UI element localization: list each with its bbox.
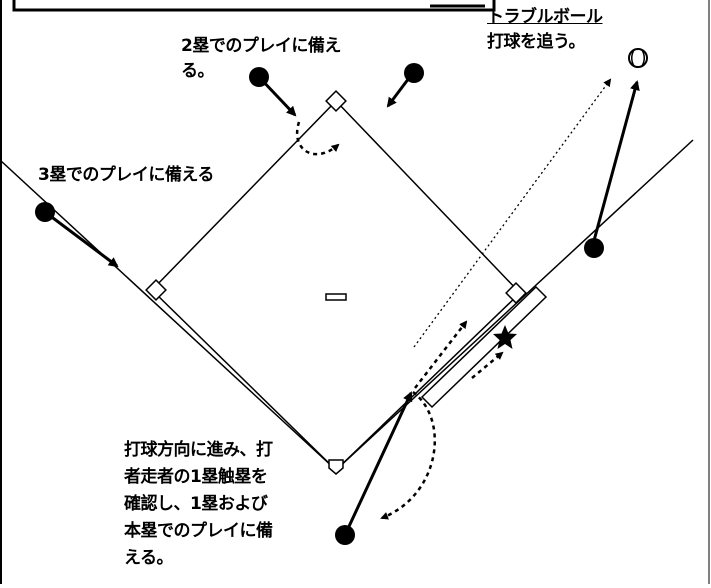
catcher-advance-dotted [414, 320, 468, 389]
third-base-play-label: 3塁でのプレイに備える [38, 165, 214, 185]
trouble-ball-label: トラブルボール 打球を追う。 [487, 5, 603, 55]
baseball-icon [628, 48, 648, 68]
runner-lane [420, 285, 548, 409]
trouble-ball-action: 打球を追う。 [487, 32, 585, 52]
right-fielder-move-arrow [590, 80, 640, 249]
right-fielder-dot [584, 238, 604, 258]
catcher-dot [335, 525, 355, 545]
first-base [505, 282, 527, 304]
trouble-ball-title: トラブルボール [487, 7, 603, 27]
third-base [145, 279, 167, 301]
runner-direction-dotted [471, 351, 504, 379]
catcher-instruction-label: 打球方向に進み、打 者走者の1塁触塁を 確認し、1塁および 本塁でのプレイに備 … [124, 440, 273, 568]
first-base-foul-line [335, 139, 694, 471]
second-base-play-label: 2塁でのプレイに備え る。 [181, 36, 341, 81]
third-baseman-move-arrow [44, 210, 119, 268]
shortstop-dot [404, 63, 424, 83]
catcher-move-arrow [343, 391, 413, 536]
second-base [325, 90, 347, 112]
second-baseman-dot [249, 67, 269, 87]
star-icon [493, 325, 517, 349]
infield-diamond [150, 99, 522, 472]
batted-ball-path [413, 78, 612, 348]
catcher-return-arc [380, 391, 436, 520]
pitcher-plate [325, 293, 347, 301]
third-baseman-dot [35, 202, 55, 222]
top-box [12, 0, 496, 12]
second-baseman-cover-arc [296, 121, 340, 156]
home-plate [328, 459, 344, 475]
third-base-foul-line [0, 159, 337, 471]
